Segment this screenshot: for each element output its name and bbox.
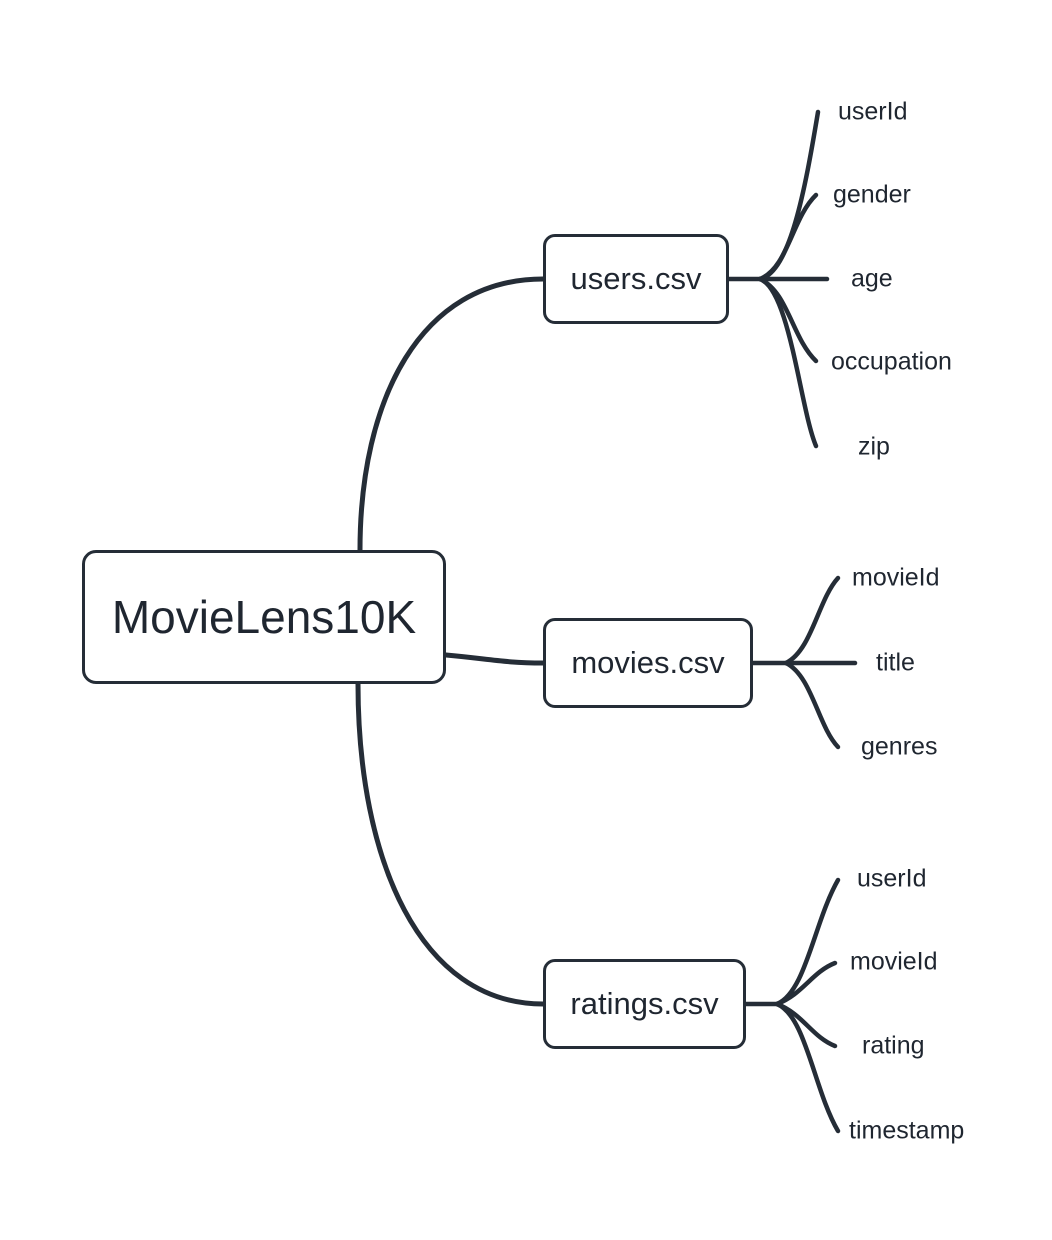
mindmap-leaf-ratings-userid: userId [857,864,927,893]
edge-movies-to-movieId [783,575,841,666]
edge-users-to-gender [757,192,819,282]
mindmap-leaf-users-gender: gender [833,180,911,209]
mindmap-leaf-ratings-movieid: movieId [850,947,938,976]
mindmap-leaf-movies-movieid: movieId [852,563,940,592]
mindmap-leaf-users-age: age [851,264,893,293]
edge-root-to-users [357,276,546,553]
mindmap-leaf-movies-genres: genres [861,732,938,761]
mindmap-leaf-users-zip: zip [858,432,890,461]
mindmap-leaf-movies-title: title [876,648,915,677]
mindmap-root-node[interactable]: MovieLens10K [82,550,446,684]
edge-ratings-to-timestamp [774,1001,841,1134]
mindmap-leaf-users-userid: userId [838,97,908,126]
edge-root-to-movies [443,652,546,666]
mindmap-branch-label-ratings: ratings.csv [570,986,719,1021]
mindmap-branch-label-users: users.csv [570,261,702,296]
mindmap-leaf-users-occupation: occupation [831,347,952,376]
edge-users-to-occupation [757,276,819,364]
edge-users-to-zip [757,276,819,449]
edge-movies-to-genres [783,660,841,750]
mindmap-branch-node-ratings[interactable]: ratings.csv [543,959,746,1049]
edge-users-to-userId [757,109,821,282]
mindmap-root-label: MovieLens10K [111,591,417,643]
edge-root-to-ratings [355,681,546,1007]
mindmap-branch-node-users[interactable]: users.csv [543,234,729,324]
mindmap-leaf-ratings-rating: rating [862,1031,925,1060]
mindmap-branch-label-movies: movies.csv [571,645,725,680]
edge-ratings-to-movieId [774,960,838,1007]
mindmap-leaf-ratings-timestamp: timestamp [849,1116,965,1145]
mindmap-branch-node-movies[interactable]: movies.csv [543,618,753,708]
